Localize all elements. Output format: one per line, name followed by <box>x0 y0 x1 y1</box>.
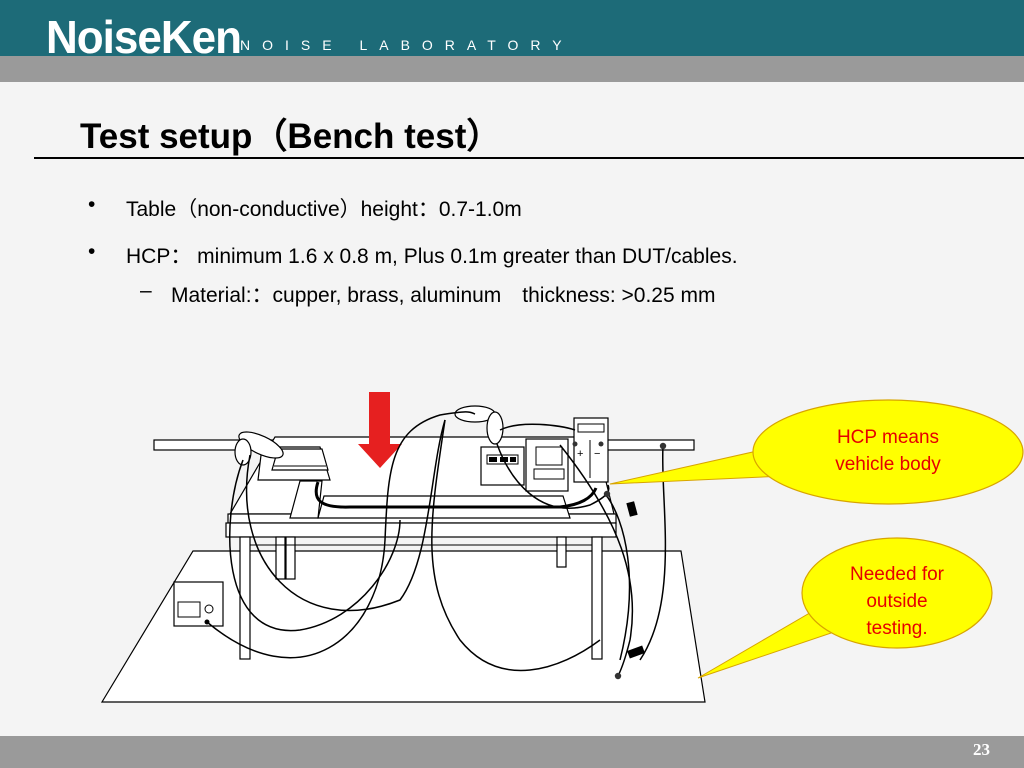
table-leg-back-left <box>275 536 286 580</box>
page-number: 23 <box>973 740 990 759</box>
dut-box <box>480 446 525 486</box>
bullet-marker: • <box>88 193 96 216</box>
noiseken-logo: NoiseKen <box>46 11 242 64</box>
table-leg-back-left-2 <box>285 536 296 580</box>
outside-callout-bubble <box>801 537 993 649</box>
coupling-clamp-left <box>238 431 284 459</box>
title-divider <box>34 157 1024 159</box>
cable-ferrite-lower <box>627 645 645 659</box>
outside-callout-line3: testing. <box>866 618 927 639</box>
battery-minus-label: − <box>594 448 600 460</box>
battery-plus-label: + <box>577 448 583 460</box>
table-apron-lower <box>225 522 617 538</box>
sub-bullet-marker: – <box>140 279 152 302</box>
table-leg-front-left <box>239 536 251 660</box>
cable-ferrite-upper <box>626 501 638 517</box>
hcp-arrow <box>358 392 402 468</box>
bullet-marker: • <box>88 240 96 263</box>
outside-callout-line1: Needed for <box>850 564 945 585</box>
table-leg-back-right <box>556 536 567 568</box>
harness-block <box>289 480 323 519</box>
page-title: Test setup（Bench test） <box>80 117 502 156</box>
hcp-callout-bubble <box>752 399 1024 505</box>
hcp-callout-line2: vehicle body <box>835 454 941 475</box>
harness-wire <box>314 481 598 509</box>
brand-tagline: NOISE LABORATORY <box>240 37 574 53</box>
outside-callout-line2: outside <box>866 591 927 612</box>
cables <box>206 411 667 677</box>
footer-bar <box>0 736 1024 768</box>
bullet-text: HCP： minimum 1.6 x 0.8 m, Plus 0.1m grea… <box>126 245 738 268</box>
hcp-callout-line1: HCP means <box>837 427 939 448</box>
table-leg-front-right <box>591 536 603 660</box>
header-bar <box>0 0 1024 56</box>
header-sub-bar <box>0 56 1024 82</box>
bullet-text: Table（non-conductive）height：0.7-1.0m <box>126 198 522 221</box>
bullet-text: Material:：cupper, brass, aluminum thickn… <box>171 284 716 307</box>
